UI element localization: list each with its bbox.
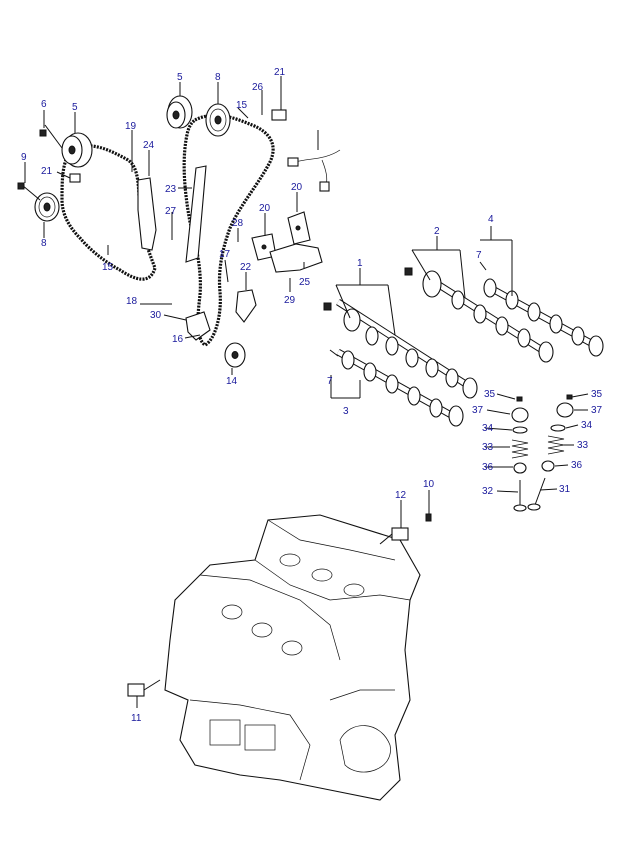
callout-7-lower: 7 — [327, 376, 333, 387]
callout-8-top: 8 — [215, 72, 221, 83]
callout-17: 17 — [219, 249, 231, 260]
sprocket-left-upper — [61, 132, 93, 168]
callout-15-top: 15 — [236, 100, 248, 111]
small-part-21-top — [271, 109, 287, 121]
callout-30: 30 — [150, 310, 162, 321]
callout-19: 19 — [125, 121, 137, 132]
engine-block — [164, 514, 421, 801]
small-part-21-left — [69, 173, 81, 183]
bolt-6 — [39, 124, 63, 149]
chain-guide-24 — [137, 177, 157, 251]
valve-stack-right — [527, 394, 574, 511]
callout-33-right: 33 — [577, 440, 589, 451]
callout-20-lower: 20 — [259, 203, 271, 214]
callout-21-top: 21 — [274, 67, 286, 78]
callout-11: 11 — [131, 713, 142, 724]
callout-18: 18 — [126, 296, 138, 307]
callout-31: 31 — [559, 484, 571, 495]
callout-34-left: 34 — [482, 423, 494, 434]
camshaft-assembly-4 — [483, 278, 604, 357]
camshaft-assembly-2 — [404, 267, 554, 363]
callout-27: 27 — [165, 206, 177, 217]
leader-lines — [24, 76, 589, 708]
bolt-10 — [425, 513, 432, 522]
callout-32: 32 — [482, 486, 494, 497]
tensioner-16 — [185, 311, 211, 341]
callout-1: 1 — [357, 258, 363, 269]
timing-chain-right — [182, 113, 275, 347]
callout-29: 29 — [284, 295, 296, 306]
callout-28: 28 — [232, 218, 244, 229]
callout-14: 14 — [226, 376, 238, 387]
callout-9: 9 — [21, 152, 27, 163]
callout-35-right: 35 — [591, 389, 603, 400]
callout-6: 6 — [41, 99, 47, 110]
camshaft-assembly-1 — [323, 299, 478, 399]
callout-26: 26 — [252, 82, 264, 93]
callout-5-top: 5 — [177, 72, 183, 83]
callout-37-left: 37 — [472, 405, 484, 416]
callout-34-right: 34 — [581, 420, 593, 431]
callout-12: 12 — [395, 490, 407, 501]
sprocket-left-lower — [34, 192, 60, 222]
callout-20-upper: 20 — [291, 182, 303, 193]
callout-36-right: 36 — [571, 460, 583, 471]
sensor-12 — [379, 527, 409, 545]
callout-labels: 1 2 3 4 5 5 6 7 7 8 8 9 10 11 12 14 15 1… — [21, 67, 603, 724]
callout-21-left: 21 — [41, 166, 53, 177]
callout-5-left: 5 — [72, 102, 78, 113]
callout-23: 23 — [165, 184, 177, 195]
callout-36-left: 36 — [482, 462, 494, 473]
sprocket-top-8 — [205, 103, 231, 137]
callout-25: 25 — [299, 277, 311, 288]
tensioner-22 — [235, 289, 257, 323]
callout-37-right: 37 — [591, 405, 603, 416]
callout-8-left: 8 — [41, 238, 47, 249]
callout-35-left: 35 — [484, 389, 496, 400]
callout-3: 3 — [343, 406, 349, 417]
sensor-13 — [287, 149, 341, 192]
chain-guide-23 — [185, 165, 207, 263]
bracket-20-upper — [287, 211, 311, 245]
sprocket-top-5 — [166, 95, 193, 129]
valve-stack-left — [511, 396, 529, 512]
callout-22: 22 — [240, 262, 252, 273]
crank-sprocket — [224, 342, 246, 368]
camshaft-assembly-3 — [336, 348, 464, 427]
gasket-25 — [269, 243, 323, 273]
bolt-9 — [17, 182, 41, 201]
callout-33-left: 33 — [482, 442, 494, 453]
callout-10: 10 — [423, 479, 435, 490]
callout-4: 4 — [488, 214, 494, 225]
callout-2: 2 — [434, 226, 440, 237]
callout-15-left: 15 — [102, 262, 114, 273]
callout-7-upper: 7 — [476, 250, 482, 261]
callout-16: 16 — [172, 334, 184, 345]
sensor-11 — [127, 679, 161, 697]
callout-24: 24 — [143, 140, 155, 151]
